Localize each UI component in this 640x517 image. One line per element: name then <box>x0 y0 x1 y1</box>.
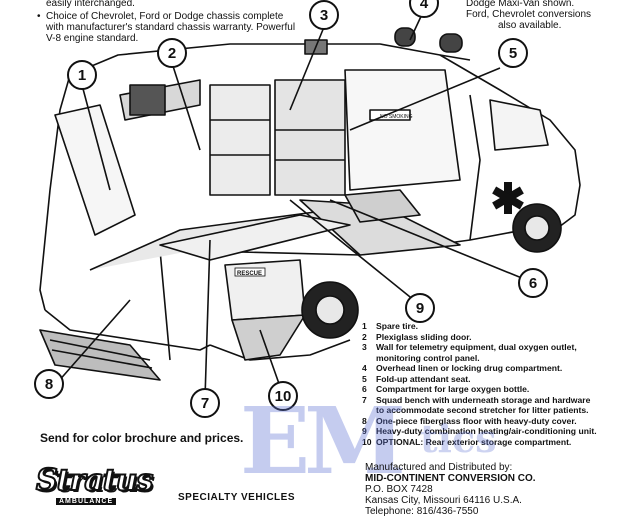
chassis-line-2: with manufacturer's standard chassis war… <box>46 22 296 33</box>
chassis-line-3: V-8 engine standard. <box>46 33 139 44</box>
watermark-suffix: tics <box>420 416 497 461</box>
callout-9: 9 <box>405 293 435 323</box>
stratus-logo: Stratus AMBULANCE <box>35 463 166 512</box>
brochure-offer: Send for color brochure and prices. <box>40 431 244 445</box>
callout-6: 6 <box>518 268 548 298</box>
model-line-3: also available. <box>498 20 562 31</box>
model-line-1: Dodge Maxi-Van shown. <box>466 0 575 9</box>
callout-5: 5 <box>498 38 528 68</box>
model-line-2: Ford, Chevrolet conversions <box>466 9 592 20</box>
manufacturer-intro: Manufactured and Distributed by: <box>365 462 513 473</box>
manufacturer-box: P.O. BOX 7428 <box>365 484 433 495</box>
logo-wordmark: Stratus <box>35 463 154 498</box>
callout-7: 7 <box>190 388 220 418</box>
specialty-vehicles: SPECIALTY VEHICLES <box>178 492 295 503</box>
watermark: EM <box>240 387 406 495</box>
star-of-life-icon <box>492 182 524 214</box>
callout-3: 3 <box>309 0 339 30</box>
chassis-line-1: Choice of Chevrolet, Ford or Dodge chass… <box>37 11 283 22</box>
callout-8: 8 <box>34 369 64 399</box>
manufacturer-company: MID-CONTINENT CONVERSION CO. <box>365 473 536 484</box>
logo-subtitle: AMBULANCE <box>56 498 117 505</box>
callout-1: 1 <box>67 60 97 90</box>
side-door-label: RESCUE <box>237 271 262 277</box>
manufacturer-block: Manufactured and Distributed by: MID-CON… <box>365 462 536 517</box>
callout-2: 2 <box>157 38 187 68</box>
callout-10: 10 <box>268 381 298 411</box>
door-label: NO SMOKING <box>380 114 413 120</box>
intro-line: easily interchanged. <box>46 0 135 9</box>
manufacturer-city: Kansas City, Missouri 64116 U.S.A. <box>365 495 522 506</box>
